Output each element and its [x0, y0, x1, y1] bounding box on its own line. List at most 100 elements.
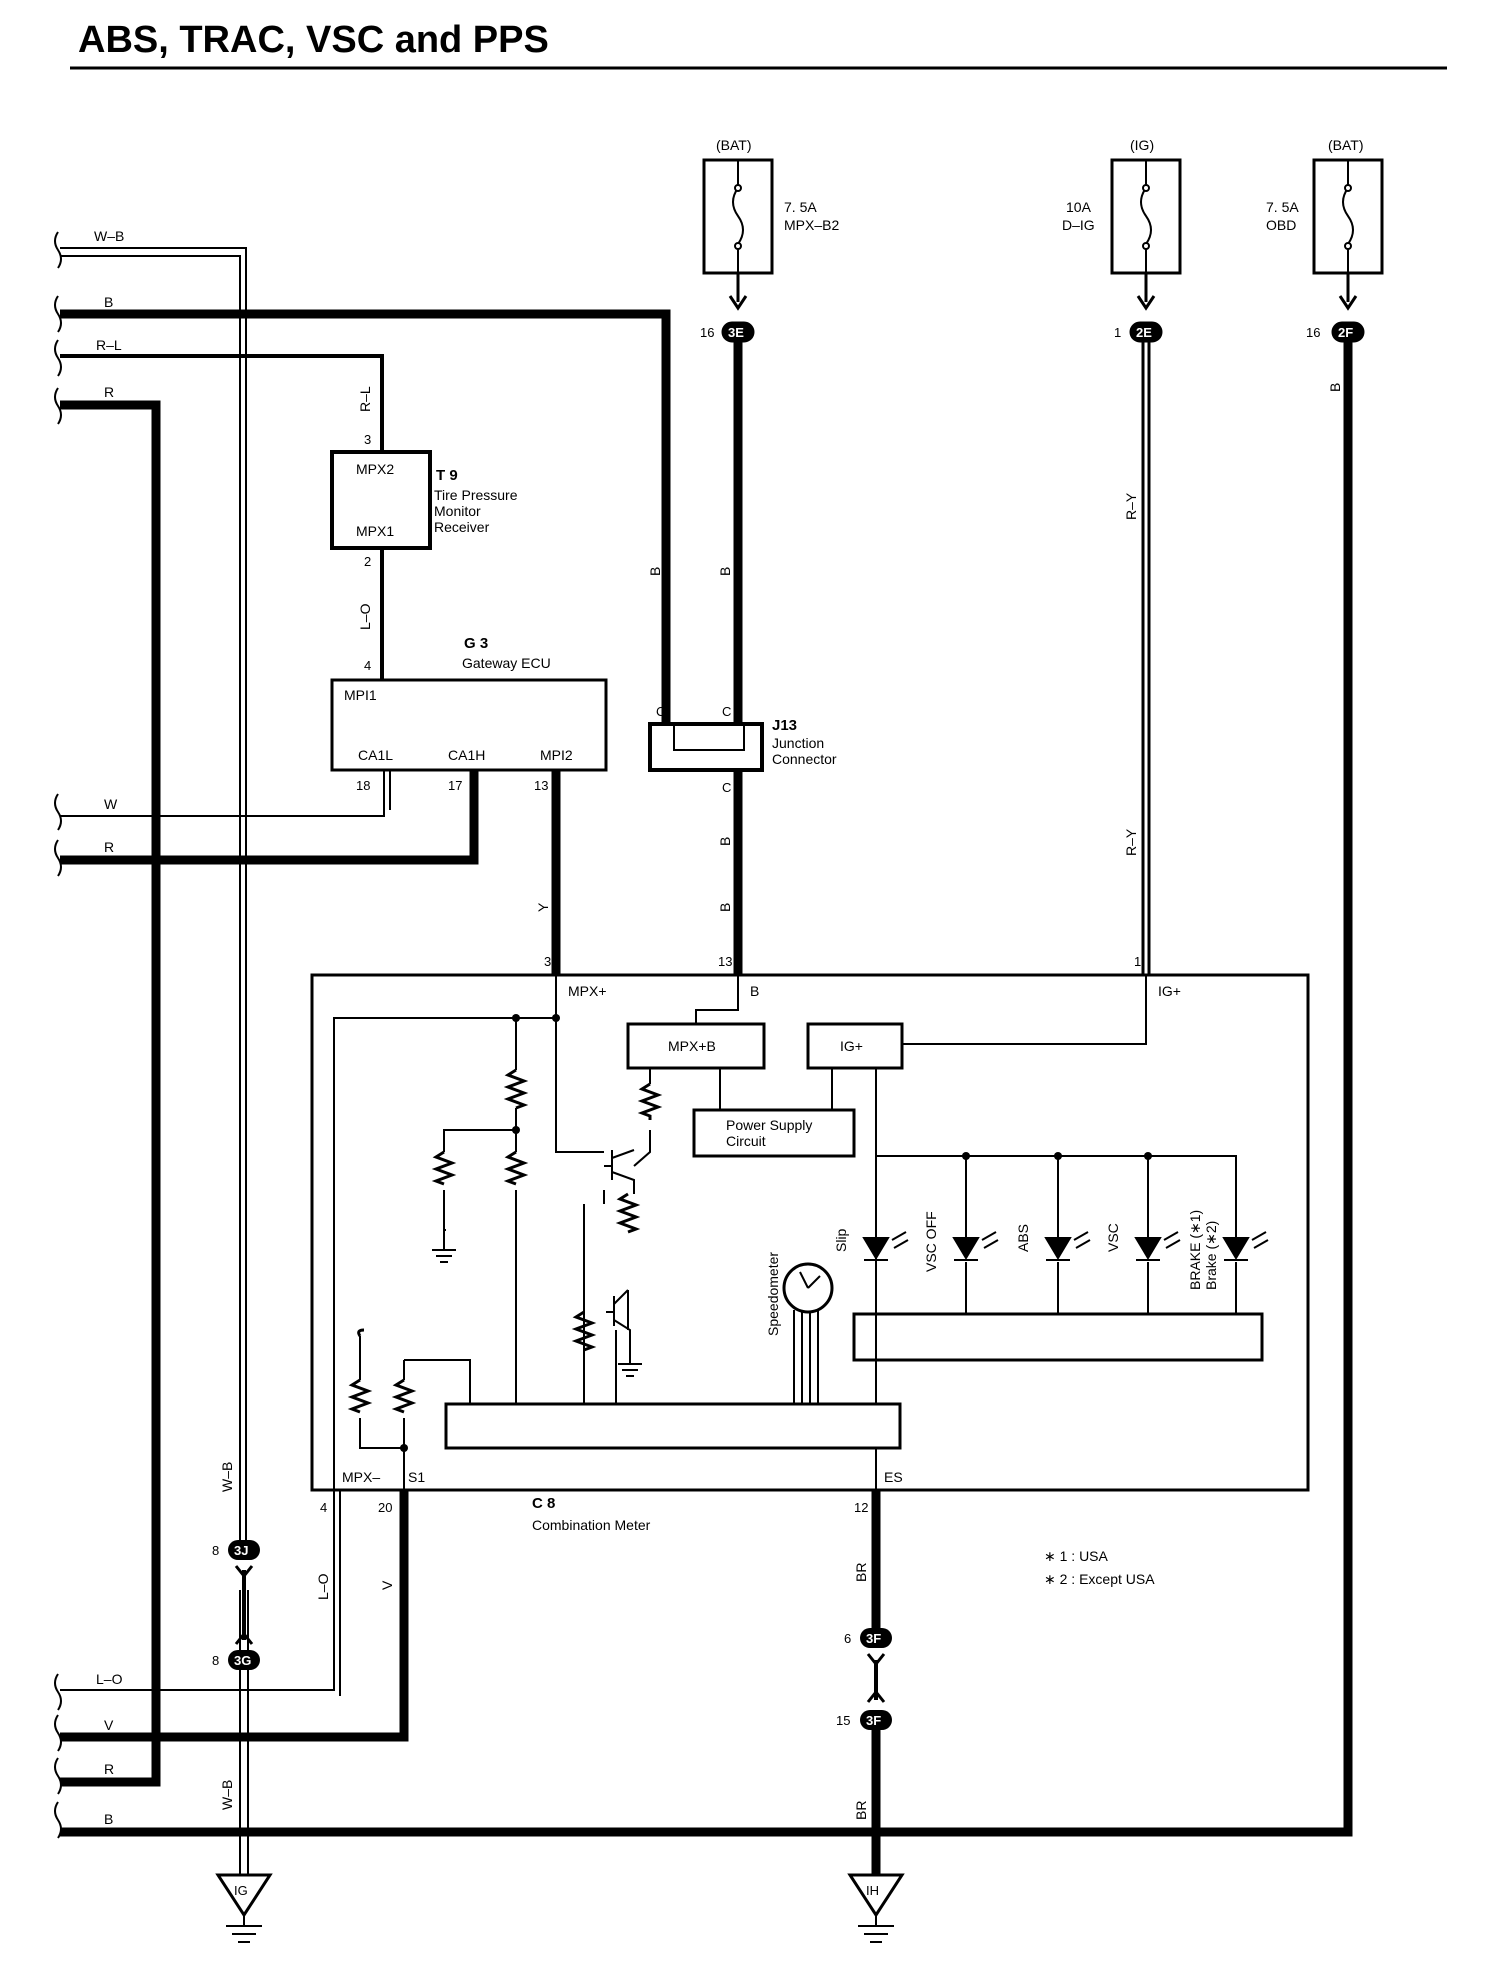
wire-label-wb-top: W–B	[94, 228, 124, 244]
c8-junction-dots	[400, 1014, 1152, 1452]
led-slip-icon	[862, 1231, 909, 1261]
g3-no-ca1h: 17	[448, 778, 462, 793]
t9-receiver: MPX2 MPX1 3 2 T 9 Tire Pressure Monitor …	[330, 432, 518, 569]
j13-junction-connector: C C C J13 Junction Connector	[648, 704, 837, 795]
wire-label-wb-vert-1: W–B	[219, 1462, 235, 1492]
junction-connector: 3F	[866, 1631, 881, 1646]
wire-w-mid	[60, 770, 391, 817]
g3-pin-ca1l: CA1L	[358, 747, 393, 763]
t9-name-line2: Monitor	[434, 503, 481, 519]
fuse-pin: 16	[700, 325, 714, 340]
c8-no-s1: 20	[378, 1500, 392, 1515]
junction-pin: 15	[836, 1713, 850, 1728]
led-label-slip: Slip	[833, 1228, 849, 1252]
junction-pin: 6	[844, 1631, 851, 1646]
c8-pin-b: B	[750, 983, 759, 999]
led-label-abs: ABS	[1015, 1224, 1031, 1252]
g3-pin-mpi2: MPI2	[540, 747, 573, 763]
wire-label-ry-vert-1: R–Y	[1123, 492, 1139, 520]
c8-block-ig	[806, 1022, 904, 1070]
wire-label-b-vert-2: B	[717, 567, 733, 576]
wire-l-o-bottom	[60, 1490, 341, 1696]
fuse-source: (BAT)	[716, 137, 752, 153]
note-except-usa: ∗ 2 : Except USA	[1044, 1571, 1155, 1587]
c8-transistors	[604, 1149, 635, 1356]
t9-pin-no-bottom: 2	[364, 554, 371, 569]
c8-no-mpxm: 4	[320, 1500, 327, 1515]
c8-pin-es: ES	[884, 1469, 903, 1485]
wire-label-r-top: R	[104, 384, 114, 400]
wire-label-br-vert-2: BR	[853, 1801, 869, 1820]
wire-label-b-vert-4: B	[717, 903, 733, 912]
c8-internal-grounds	[432, 1230, 642, 1377]
wire-label-r-mid: R	[104, 839, 114, 855]
led-vsc-off-icon	[952, 1231, 999, 1261]
j13-pin-c-left: C	[656, 704, 665, 719]
fuse-connector: 2F	[1338, 325, 1353, 340]
speedometer-icon	[782, 1262, 834, 1330]
led-label-brake-usa: BRAKE (∗1)	[1187, 1210, 1203, 1290]
c8-pin-mpxm: MPX–	[342, 1469, 380, 1485]
t9-pin-bottom: MPX1	[356, 523, 394, 539]
junction-pin: 8	[212, 1543, 219, 1558]
wire-label-r-bottom: R	[104, 1761, 114, 1777]
c8-resistors	[347, 1068, 663, 1414]
junction-3g: 3G 8	[212, 1631, 260, 1670]
t9-pin-top: MPX2	[356, 461, 394, 477]
wire-r-left	[60, 400, 161, 1787]
junction-connector: 3G	[234, 1653, 251, 1668]
wire-label-w-mid: W	[104, 796, 118, 812]
c8-pin-mpxp: MPX+	[568, 983, 607, 999]
wire-label-b-vert-1: B	[647, 567, 663, 576]
wire-label-rl-vert: R–L	[357, 386, 373, 412]
led-abs-icon	[1044, 1231, 1091, 1261]
wire-label-rl-top: R–L	[96, 337, 122, 353]
t9-id: T 9	[436, 467, 458, 484]
note-usa: ∗ 1 : USA	[1044, 1548, 1109, 1564]
fuse-connector: 3E	[728, 325, 744, 340]
c8-name: Combination Meter	[532, 1517, 651, 1533]
g3-no-mpi2: 13	[534, 778, 548, 793]
t9-name-line3: Receiver	[434, 519, 490, 535]
c8-no-b: 13	[718, 954, 732, 969]
indicator-leds	[862, 1231, 1269, 1261]
led-brake-icon	[1222, 1231, 1269, 1261]
g3-gateway-ecu: G 3 Gateway ECU MPI1 CA1L CA1H MPI2 4 18…	[330, 635, 608, 793]
g3-name: Gateway ECU	[462, 655, 551, 671]
wire-label-b-obd: B	[1327, 383, 1343, 392]
j13-name-line2: Connector	[772, 751, 837, 767]
wire-label-b-vert-3: B	[717, 837, 733, 846]
wire-r-y	[1141, 340, 1151, 975]
fuse-connector: 2E	[1136, 325, 1152, 340]
fuse-rating: 7. 5A	[784, 199, 817, 215]
t9-pin-no-top: 3	[364, 432, 371, 447]
junction-connector: 3F	[866, 1713, 881, 1728]
fuse-name: OBD	[1266, 217, 1296, 233]
wire-label-v-bottom: V	[104, 1717, 114, 1733]
wire-break-marks	[54, 231, 62, 1839]
wire-b-obd	[60, 340, 1353, 1837]
j13-pin-c-bottom: C	[722, 780, 731, 795]
c8-no-igp: 1	[1134, 954, 1141, 969]
fuse-rating: 7. 5A	[1266, 199, 1299, 215]
led-label-vsc-off: VSC OFF	[923, 1211, 939, 1272]
junction-3j: 3J 8	[212, 1540, 260, 1579]
led-vsc-icon	[1134, 1231, 1181, 1261]
c8-power-line2: Circuit	[726, 1133, 766, 1149]
j13-pin-c-right: C	[722, 704, 731, 719]
led-label-brake-other: Brake (∗2)	[1203, 1221, 1219, 1290]
wire-b-top	[60, 309, 671, 724]
fuse-name: MPX–B2	[784, 217, 839, 233]
c8-internal-wiring	[333, 975, 1237, 1490]
wire-r-mid	[60, 770, 479, 865]
t9-name-line1: Tire Pressure	[434, 487, 518, 503]
fuse-pin: 1	[1114, 325, 1121, 340]
c8-block-mpxb-label: MPX+B	[668, 1038, 716, 1054]
g3-pin-mpi1: MPI1	[344, 687, 377, 703]
fuse-d-ig: (IG) 10A D–IG 2E 1	[1062, 137, 1182, 343]
junction-3f-lower: 3F 15	[836, 1689, 892, 1730]
j13-name-line1: Junction	[772, 735, 824, 751]
junction-3f-upper: 3F 6	[844, 1628, 892, 1667]
c8-id: C 8	[532, 1495, 555, 1512]
ground-ih-icon: IH	[847, 1873, 905, 1943]
